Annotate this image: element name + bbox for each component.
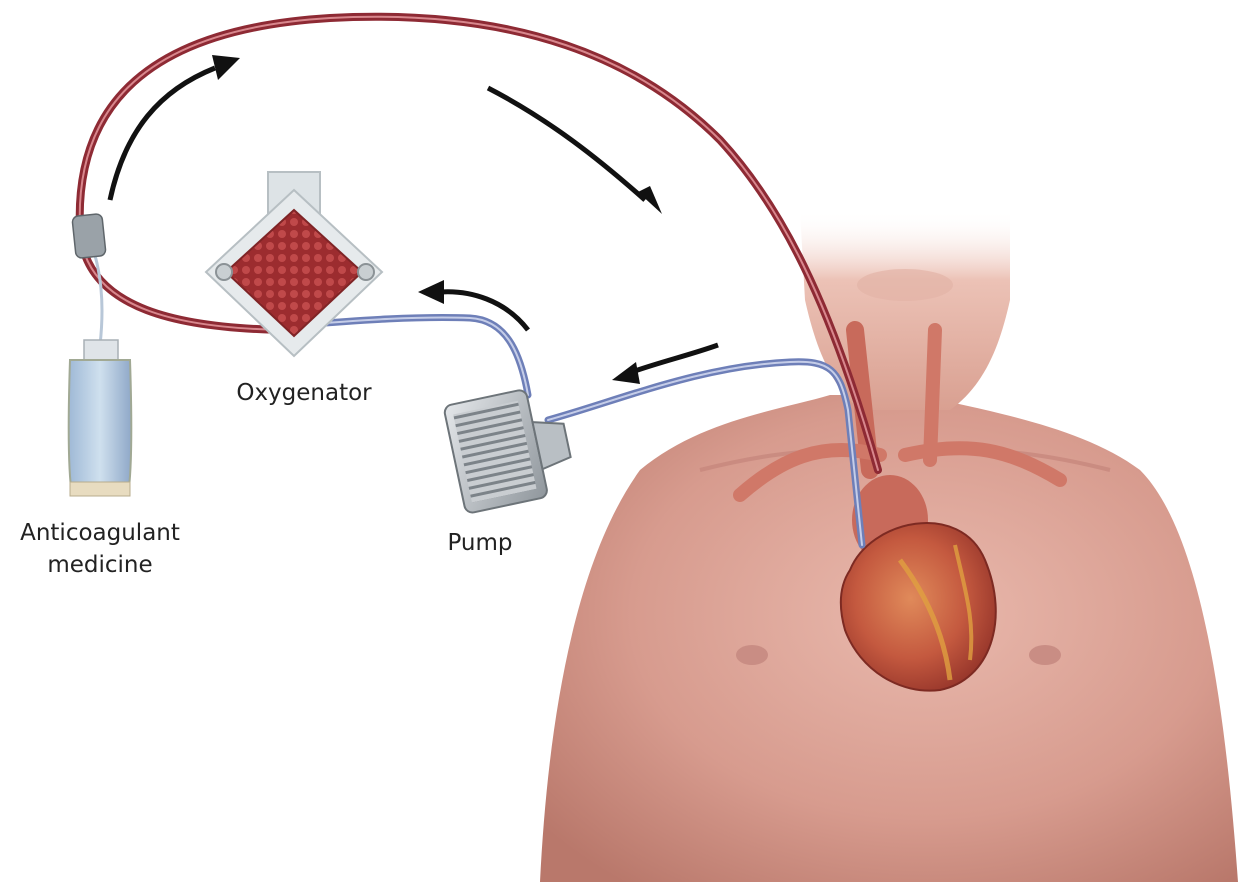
oxygenator-membrane xyxy=(226,210,362,336)
flow-arrow-upper-left-head xyxy=(212,55,240,80)
pump-device xyxy=(443,383,577,514)
flow-arrows xyxy=(110,55,718,384)
anticoagulant-bag xyxy=(69,340,132,496)
pump-label: Pump xyxy=(420,528,540,559)
bag-ports xyxy=(84,340,118,362)
flow-arrow-oxygenator-head xyxy=(418,280,444,304)
carotid-artery xyxy=(930,330,935,460)
anticoagulant-line xyxy=(92,245,102,345)
neck-skin xyxy=(800,210,1010,410)
oxygenator-right-port xyxy=(358,264,374,280)
oxygenator-label: Oxygenator xyxy=(214,378,394,409)
flow-arrow-drainage-head xyxy=(612,362,640,384)
bag-body xyxy=(69,360,132,495)
oxygenator-left-port xyxy=(216,264,232,280)
right-nipple xyxy=(1029,645,1061,665)
left-nipple xyxy=(736,645,768,665)
flow-arrow-drainage xyxy=(632,345,718,372)
bag-bottom-seal xyxy=(70,482,130,496)
connector xyxy=(72,214,106,259)
flow-arrow-upper-right xyxy=(488,88,645,200)
anticoagulant-label-line1: Anticoagulant xyxy=(0,518,200,549)
chin xyxy=(857,269,953,301)
anticoagulant-label-line2: medicine xyxy=(0,550,200,581)
